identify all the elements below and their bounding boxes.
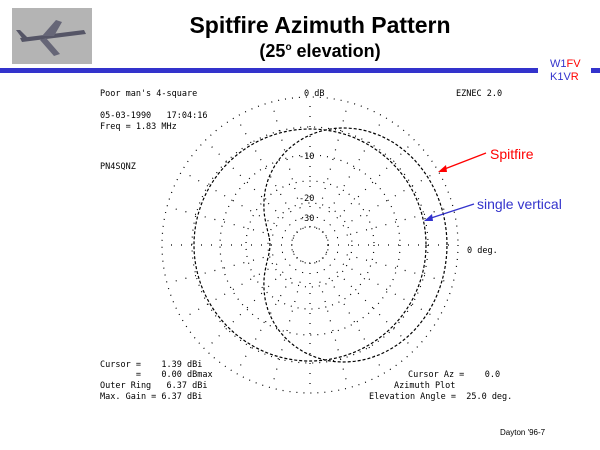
callsign-1: W1FV (550, 58, 581, 70)
grid-spoke (314, 101, 349, 228)
grid-spoke (181, 170, 295, 237)
max-gain-readout: Max. Gain = 6.37 dBi (100, 392, 203, 402)
grid-spoke (327, 206, 454, 241)
page-subtitle: (25o elevation) (259, 41, 381, 61)
grid-ring (291, 226, 329, 264)
title-divider (0, 68, 538, 73)
grid-spoke (322, 139, 416, 233)
grid-spoke (325, 253, 439, 320)
plot-id: PN4SQNZ (100, 162, 136, 172)
grid-spoke (325, 170, 439, 237)
plot-frequency: Freq = 1.83 MHz (100, 122, 177, 132)
plot-description: Poor man's 4-square (100, 89, 198, 99)
title-divider-end (591, 68, 600, 73)
grid-spoke (235, 116, 302, 230)
cursor-az-readout: Cursor Az = 0.0 (408, 370, 501, 380)
grid-spoke (314, 262, 349, 389)
grid-ring (219, 154, 401, 336)
grid-ring (267, 202, 353, 288)
spitfire-arrowhead-icon (438, 165, 447, 172)
grid-spoke (235, 260, 302, 374)
callsign-2: K1VR (550, 71, 579, 83)
airplane-icon (16, 20, 86, 56)
ring-label-10: -10 (299, 152, 315, 162)
spitfire-annotation: Spitfire (490, 146, 534, 162)
spitfire-arrow (441, 152, 487, 171)
grid-spoke (204, 257, 298, 351)
direction-label: 0 deg. (467, 246, 498, 256)
grid-spoke (327, 249, 454, 284)
single-vertical-arrowhead-icon (424, 214, 433, 221)
grid-spoke (166, 249, 293, 284)
software-name: EZNEC 2.0 (456, 89, 503, 99)
single-vertical-arrow (427, 203, 475, 220)
grid-ring (245, 180, 375, 310)
cursor-readout: Cursor = 1.39 dBi (100, 360, 203, 370)
grid-ring (161, 96, 459, 394)
plot-type: Azimuth Plot (394, 381, 456, 391)
single-vertical-pattern (193, 128, 427, 362)
ring-label-30: -30 (299, 214, 315, 224)
grid-spoke (322, 257, 416, 351)
spitfire-pattern (263, 127, 448, 363)
spitfire-photo (12, 8, 92, 64)
ring-label-20: -20 (299, 194, 315, 204)
grid-spoke (271, 262, 306, 389)
page-title: Spitfire Azimuth Pattern (189, 12, 451, 38)
elevation-readout: Elevation Angle = 25.0 deg. (369, 392, 513, 402)
outer-ring-readout: Outer Ring 6.37 dBi (100, 381, 208, 391)
plot-reference-db: 0 dB (304, 89, 325, 99)
cursor-dbmax-readout: = 0.00 dBmax (100, 370, 213, 380)
plot-datetime: 05-03-1990 17:04:16 (100, 111, 208, 121)
single-vertical-annotation: single vertical (477, 196, 562, 212)
footer-label: Dayton '96-7 (500, 428, 546, 437)
grid-spoke (181, 253, 295, 320)
